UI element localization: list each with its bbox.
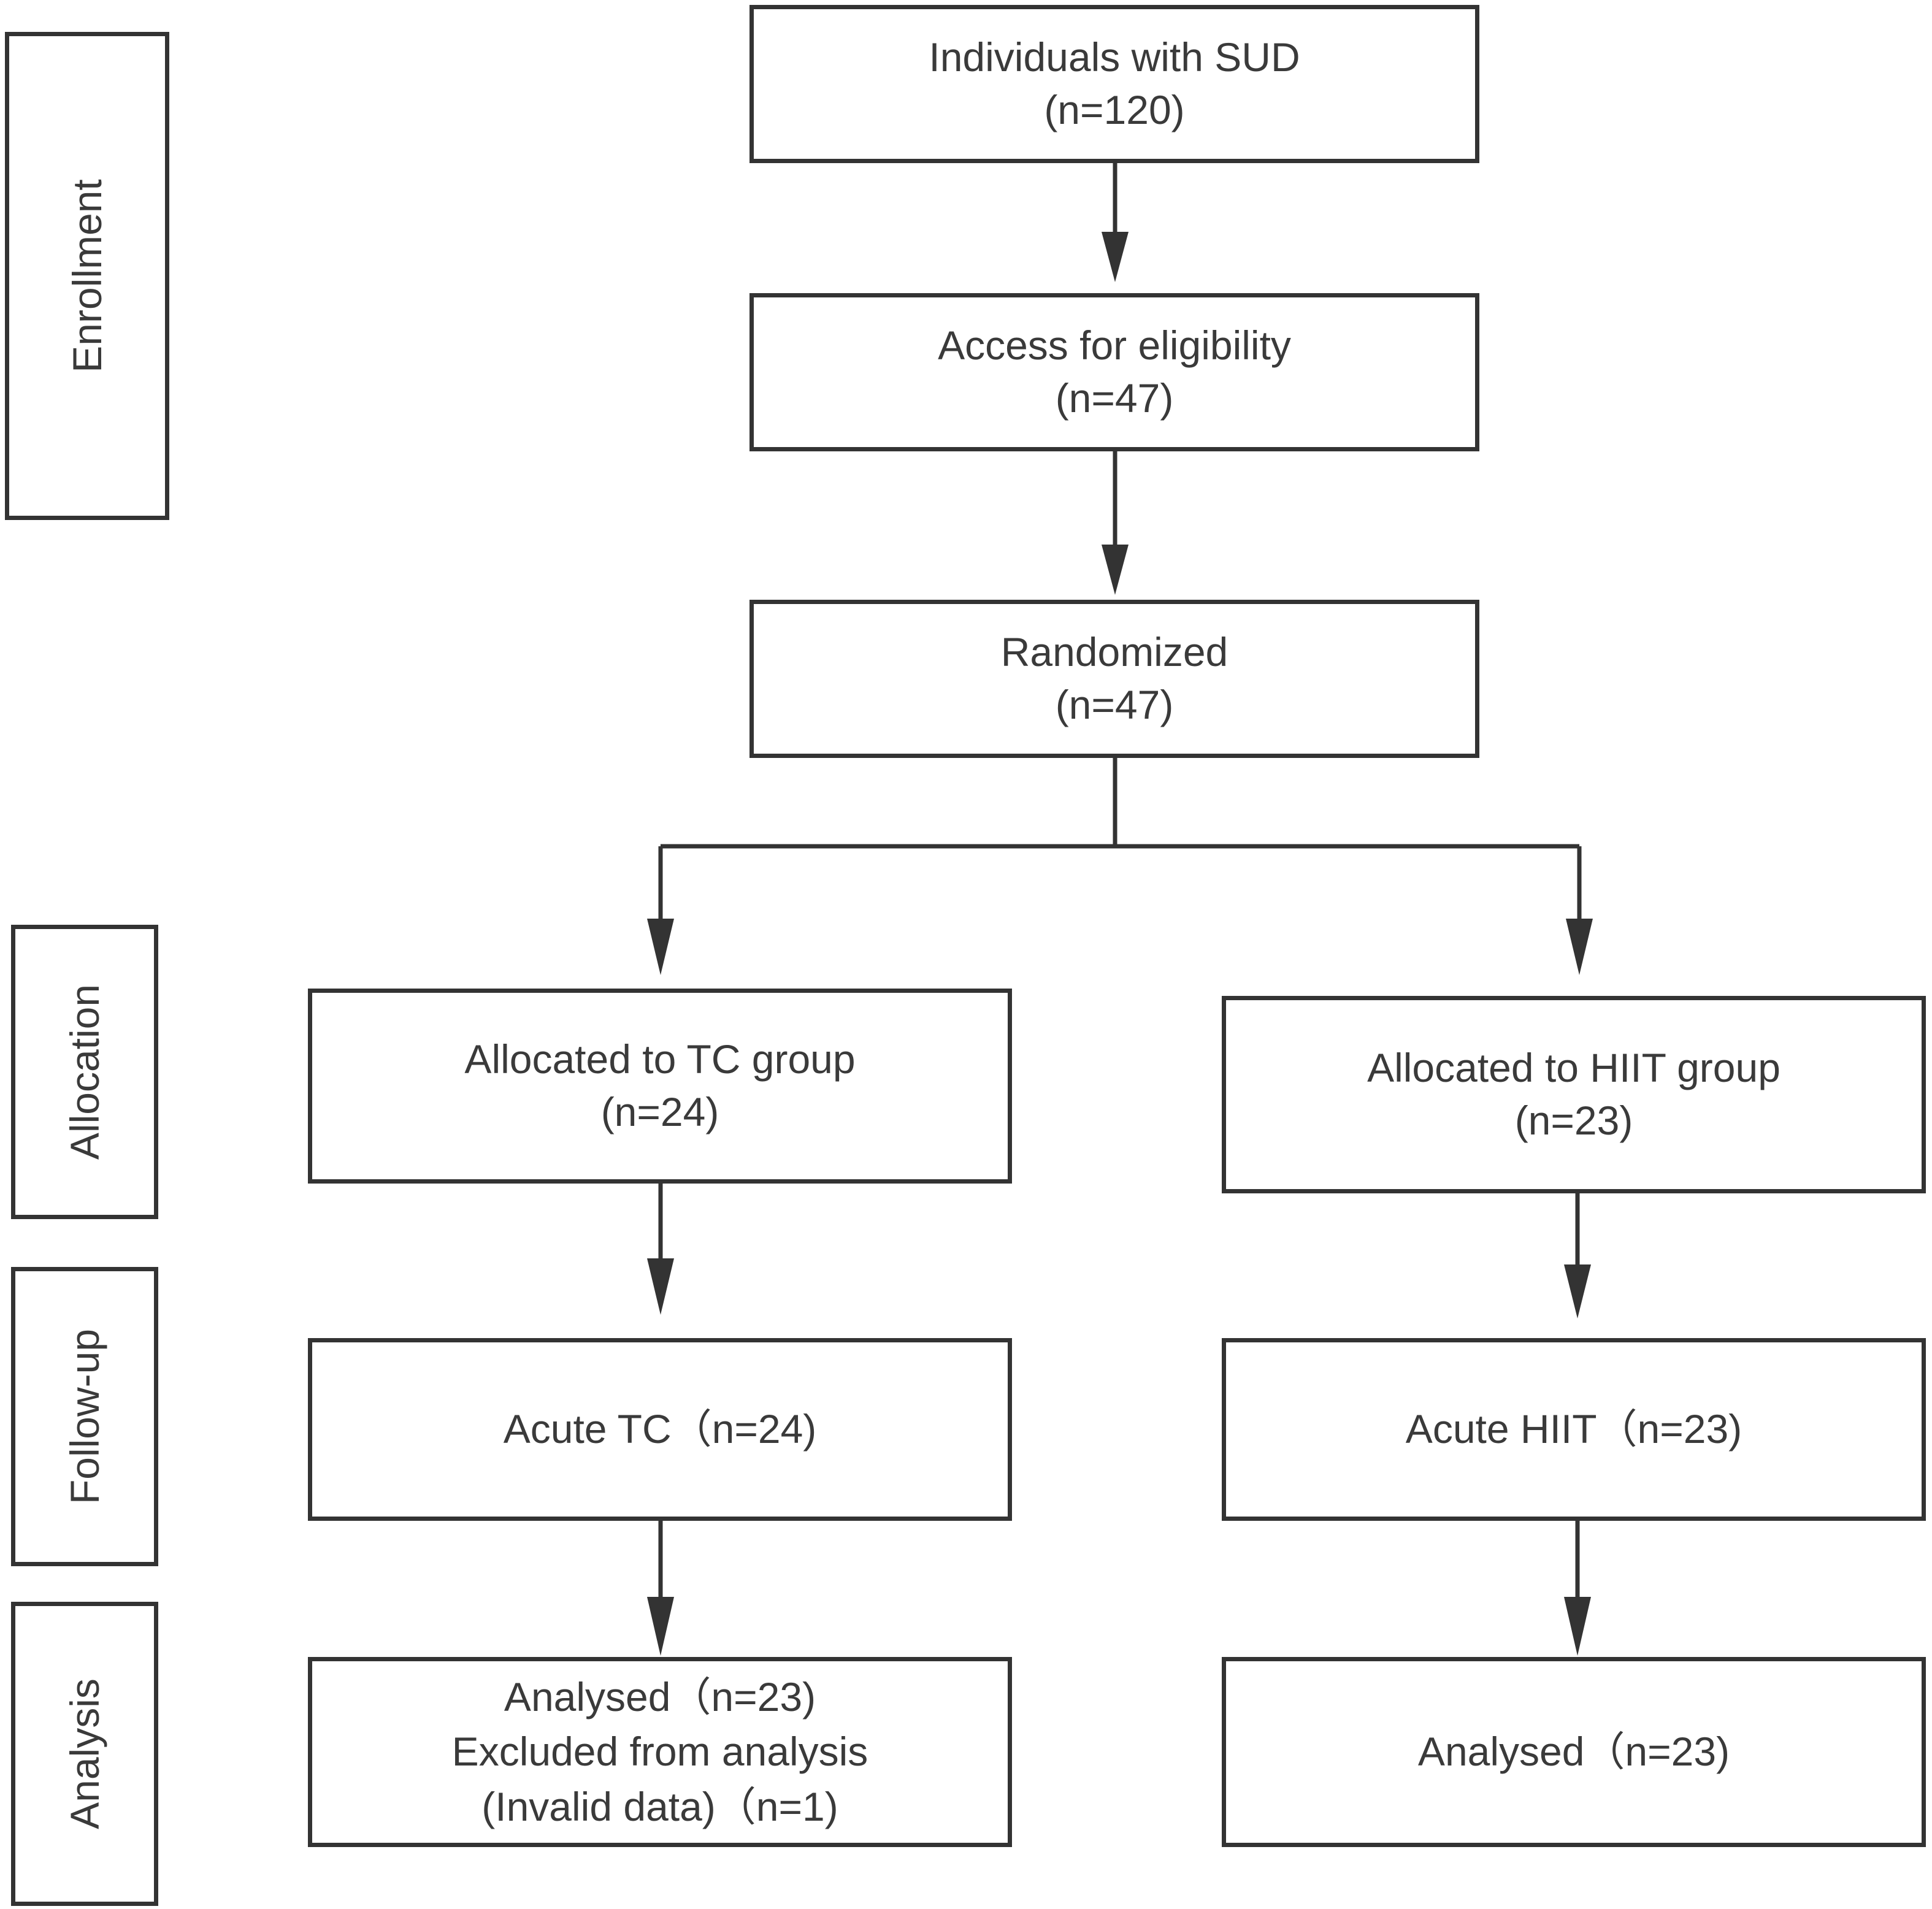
arrow-head bbox=[1102, 232, 1129, 282]
box-allocated-tc-title: Allocated to TC group bbox=[464, 1036, 856, 1082]
stage-allocation: Allocation bbox=[11, 925, 158, 1219]
arrow-head bbox=[1564, 1264, 1591, 1318]
box-individuals-with-sud: Individuals with SUD (n=120) bbox=[749, 5, 1479, 163]
box-acute-hiit-text: Acute HIIT（n=23) bbox=[1405, 1406, 1742, 1452]
box-acute-tc: Acute TC（n=24) bbox=[308, 1338, 1012, 1521]
box-access-eligibility: Access for eligibility (n=47) bbox=[749, 293, 1479, 451]
box-eligibility-count: (n=47) bbox=[1055, 375, 1174, 421]
box-analysed-hiit: Analysed（n=23) bbox=[1222, 1657, 1926, 1847]
box-acute-hiit: Acute HIIT（n=23) bbox=[1222, 1338, 1926, 1521]
box-allocated-tc-count: (n=24) bbox=[600, 1089, 719, 1134]
arrow-head bbox=[1564, 1597, 1591, 1656]
box-analysed-hiit-count: Analysed（n=23) bbox=[1417, 1729, 1730, 1775]
arrow-head bbox=[647, 1597, 674, 1656]
box-individuals-title: Individuals with SUD bbox=[929, 34, 1300, 80]
box-randomized: Randomized (n=47) bbox=[749, 600, 1479, 758]
box-individuals-count: (n=120) bbox=[1044, 87, 1185, 132]
arrow-head bbox=[1102, 545, 1129, 595]
box-analysed-tc-excluded: Excluded from analysis bbox=[451, 1729, 868, 1775]
box-allocated-tc: Allocated to TC group (n=24) bbox=[308, 989, 1012, 1184]
box-allocated-hiit: Allocated to HIIT group (n=23) bbox=[1222, 996, 1926, 1193]
stage-analysis: Analysis bbox=[11, 1602, 158, 1906]
box-allocated-hiit-count: (n=23) bbox=[1514, 1098, 1633, 1143]
box-eligibility-title: Access for eligibility bbox=[938, 323, 1291, 369]
stage-follow-up: Follow-up bbox=[11, 1267, 158, 1566]
box-analysed-tc: Analysed（n=23) Excluded from analysis (I… bbox=[308, 1657, 1012, 1847]
box-randomized-title: Randomized bbox=[1000, 629, 1229, 675]
arrow-head bbox=[647, 1258, 674, 1315]
box-randomized-count: (n=47) bbox=[1055, 682, 1174, 727]
stage-enrollment: Enrollment bbox=[5, 32, 169, 520]
box-acute-tc-text: Acute TC（n=24) bbox=[503, 1406, 817, 1452]
arrow-head bbox=[1566, 919, 1593, 975]
box-analysed-tc-reason: (Invalid data)（n=1) bbox=[481, 1783, 838, 1829]
box-allocated-hiit-title: Allocated to HIIT group bbox=[1367, 1045, 1781, 1091]
arrow-head bbox=[647, 919, 674, 975]
box-analysed-tc-count: Analysed（n=23) bbox=[504, 1674, 816, 1720]
